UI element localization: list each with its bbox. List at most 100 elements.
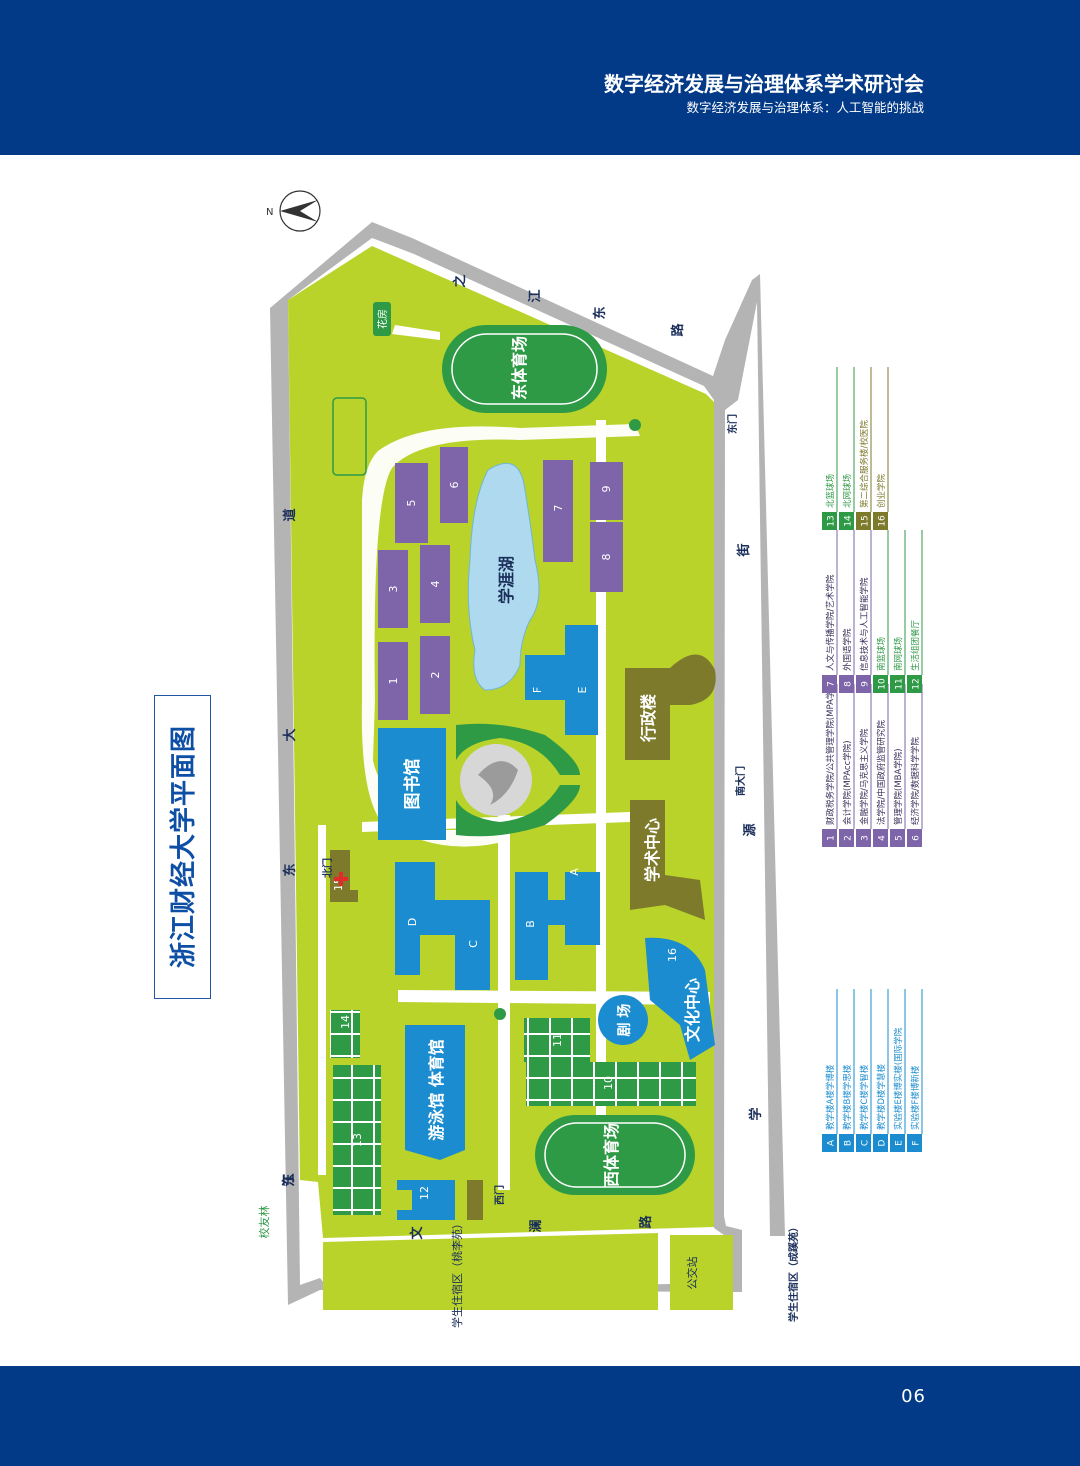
legend-text-E: 实验楼E楼博实楼(国际学院 [893,1027,904,1130]
east-stadium-label: 东体育场 [510,336,529,400]
building-8[interactable] [590,522,623,592]
building-ef[interactable] [525,625,598,735]
pool-gym[interactable]: 游泳馆 体育馆 [405,1025,465,1160]
label-13: 13 [351,1133,364,1147]
legend-key-16: 16 [878,515,888,527]
dorm-yaolizhi[interactable]: 学生住宿区（桃李苑） [323,1218,658,1328]
compass: N [266,190,321,232]
south-main-gate-label: 南大门 [734,766,747,796]
legend-text-F: 实验楼F楼博新楼 [910,1065,921,1130]
label-9: 9 [600,486,613,493]
west-stadium-label: 西体育场 [602,1123,621,1187]
legend-text-C: 教学楼C楼学智楼 [859,1064,870,1130]
legend-key-B: B [844,1140,854,1146]
library[interactable]: 图书馆 [378,728,446,840]
dorm-chengrui[interactable]: 学生住宿区（成蹊苑） [787,1222,800,1322]
road-south-3: 路 [638,1215,654,1229]
lake[interactable]: 学涯湖 [467,462,540,691]
label-3: 3 [387,586,400,593]
legend-swatch-F [907,1134,922,1152]
east-gate-label: 东门 [726,414,739,434]
legend-swatch-6 [907,829,922,847]
building-4[interactable] [420,545,450,623]
road-north-1: 之 [452,274,468,287]
header-subtitle: 数字经济发展与治理体系：人工智能的挑战 [686,100,924,115]
map-title: 浙江财经大学平面图 [169,724,200,968]
building-5[interactable] [395,463,428,543]
lake-label: 学涯湖 [497,556,516,604]
theater[interactable]: 剧 场 [598,995,648,1045]
legend-swatch-14 [839,512,854,530]
legend-group2: 7人文与传播学院/艺术学院8外国语学院9信息技术与人工智能学院10南篮球场11南… [822,530,923,693]
central-plaza[interactable] [456,723,580,837]
legend-key-15: 15 [861,515,871,526]
legend-key-11: 11 [895,678,905,689]
legend-swatch-5 [890,829,905,847]
legend-text-3: 金融学院/马克思主义学院 [859,728,870,825]
north-basketball-court[interactable] [333,1065,381,1215]
building-9[interactable] [590,462,623,520]
legend-text-4: 法学院/中国政府监管研究院 [876,720,887,825]
buildings-purple [378,447,623,720]
marker-south [494,1008,506,1020]
culture-center[interactable]: 文化中心 [645,937,715,1060]
legend-key-D: D [878,1139,888,1146]
road-east-3: 学 [748,1107,764,1120]
label-C: C [467,940,480,948]
legend-text-7: 人文与传播学院/艺术学院 [825,574,836,671]
building-3[interactable] [378,550,408,628]
academic-center[interactable]: 学术中心 [630,800,705,920]
label-E: E [576,686,589,693]
label-11: 11 [551,1033,564,1047]
building-12[interactable] [397,1180,455,1220]
legend-key-F: F [912,1140,922,1145]
label-A: A [568,868,581,876]
legend-group1: 1财政税务学院/公共管理学院(MPA学院)2会计学院(MPAcc学院)3金融学院… [822,679,923,847]
legend-text-6: 经济学院/数据科学学院 [910,737,921,825]
admin-building-label: 行政楼 [639,694,658,743]
road-west-4: 江 [281,1173,297,1186]
north-tennis-court[interactable] [330,1010,360,1058]
campus-road-border [270,222,785,1305]
label-16: 16 [666,948,679,962]
road-west-1: 东 [282,863,298,876]
academic-center-label: 学术中心 [643,818,662,882]
legend-swatch-12 [907,675,922,693]
legend-swatch-10 [873,675,888,693]
legend-text-8: 外国语学院 [842,628,853,671]
east-stadium[interactable]: 东体育场 [442,325,607,413]
legend-letters: A教学楼A楼学博楼B教学楼B楼学思楼C教学楼C楼学智楼D教学楼D楼学慧楼E实验楼… [822,989,923,1152]
legend-key-4: 4 [878,835,888,841]
legend-swatch-16 [873,512,888,530]
header-title: 数字经济发展与治理体系学术研讨会 [604,72,924,96]
label-1: 1 [387,678,400,685]
footer-band: 06 [0,1366,1080,1466]
bus-station[interactable]: 公交站 [670,1235,733,1310]
alumni-forest[interactable]: 校友林 [257,397,367,1239]
south-basketball-court[interactable] [526,1062,696,1106]
building-2[interactable] [420,636,450,714]
map-title-wrap: 浙江财经大学平面图 [156,697,207,995]
legend-key-8: 8 [844,681,854,687]
legend-swatch-D [873,1134,888,1152]
building-cd[interactable] [395,862,490,990]
admin-building[interactable]: 行政楼 [625,654,716,760]
legend-text-11: 南网球场 [893,637,904,671]
legend-swatch-1 [822,829,837,847]
legend-text-15: 第二综合服务楼/校医院 [859,420,870,508]
label-10: 10 [602,1076,615,1090]
legend-key-C: C [861,1140,871,1146]
legend-key-6: 6 [912,835,922,841]
road-south-1: 文 [409,1226,425,1240]
building-ab[interactable] [515,872,600,980]
building-1[interactable] [378,642,408,720]
west-stadium[interactable]: 西体育场 [535,1115,695,1195]
building-6[interactable] [440,447,468,523]
building-7[interactable] [543,460,573,562]
legend-text-2: 会计学院(MPAcc学院) [842,740,853,825]
legend-swatch-B [839,1134,854,1152]
south-tennis-court[interactable] [524,1018,590,1062]
legend-key-12: 12 [912,678,922,689]
library-label: 图书馆 [402,759,423,810]
flower-room[interactable]: 花房 [373,302,391,336]
